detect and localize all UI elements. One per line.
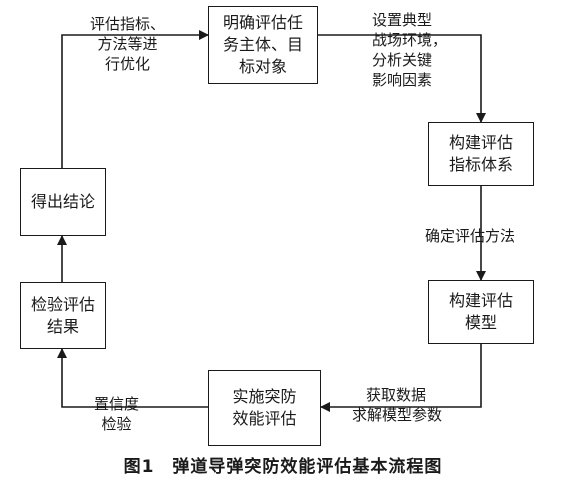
label-scenario-line3: 分析关键 — [372, 51, 433, 69]
label-scenario-line2: 战场环境， — [372, 31, 448, 49]
figure-title: 弹道导弹突防效能评估基本流程图 — [172, 457, 443, 477]
label-method-line1: 确定评估方法 — [425, 227, 516, 245]
node-build-index-line2: 指标体系 — [448, 155, 513, 174]
node-implement-eval: 实施突防 效能评估 — [208, 370, 321, 446]
figure-caption: 图1 弹道导弹突防效能评估基本流程图 — [0, 452, 566, 477]
label-optimize-line2: 方法等进 — [97, 35, 158, 53]
label-scenario: 设置典型 战场环境， 分析关键 影响因素 — [372, 10, 447, 90]
label-solve-line1: 获取数据 — [366, 386, 427, 404]
node-define-task: 明确评估任 务主体、目 标对象 — [208, 6, 318, 84]
node-verify-result: 检验评估 结果 — [20, 282, 106, 349]
node-build-index-line1: 构建评估 — [448, 133, 513, 152]
figure-number: 图1 — [123, 457, 155, 477]
connector-implement-to-verify — [57, 348, 208, 408]
label-solve: 获取数据 求解模型参数 — [352, 385, 442, 425]
node-build-model-line2: 模型 — [464, 313, 497, 332]
node-conclusion: 得出结论 — [20, 168, 106, 236]
node-define-task-line3: 标对象 — [238, 57, 287, 76]
node-verify-result-line1: 检验评估 — [30, 294, 95, 314]
node-implement-eval-line1: 实施突防 — [232, 387, 297, 406]
label-scenario-line1: 设置典型 — [372, 11, 433, 29]
node-define-task-line1: 明确评估任 — [222, 13, 303, 32]
node-build-model: 构建评估 模型 — [428, 280, 534, 344]
node-build-model-line1: 构建评估 — [448, 291, 513, 310]
label-scenario-line4: 影响因素 — [372, 71, 433, 89]
node-implement-eval-line2: 效能评估 — [232, 409, 297, 428]
label-optimize-line3: 行优化 — [105, 55, 151, 73]
label-solve-line2: 求解模型参数 — [352, 406, 443, 424]
label-confidence-line1: 置信度 — [94, 395, 140, 413]
node-build-index: 构建评估 指标体系 — [428, 122, 534, 186]
connector-model-to-implement — [320, 344, 482, 412]
label-confidence: 置信度 检验 — [94, 394, 139, 434]
label-optimize: 评估指标、 方法等进 行优化 — [90, 14, 165, 74]
node-define-task-line2: 务主体、目 — [222, 35, 303, 54]
node-verify-result-line2: 结果 — [46, 316, 79, 336]
label-method: 确定评估方法 — [425, 226, 515, 246]
label-confidence-line2: 检验 — [101, 415, 132, 433]
connector-define-to-index — [318, 34, 486, 123]
node-conclusion-line1: 得出结论 — [30, 192, 95, 211]
label-optimize-line1: 评估指标、 — [90, 15, 166, 33]
connector-conclusion-to-define — [61, 30, 209, 168]
